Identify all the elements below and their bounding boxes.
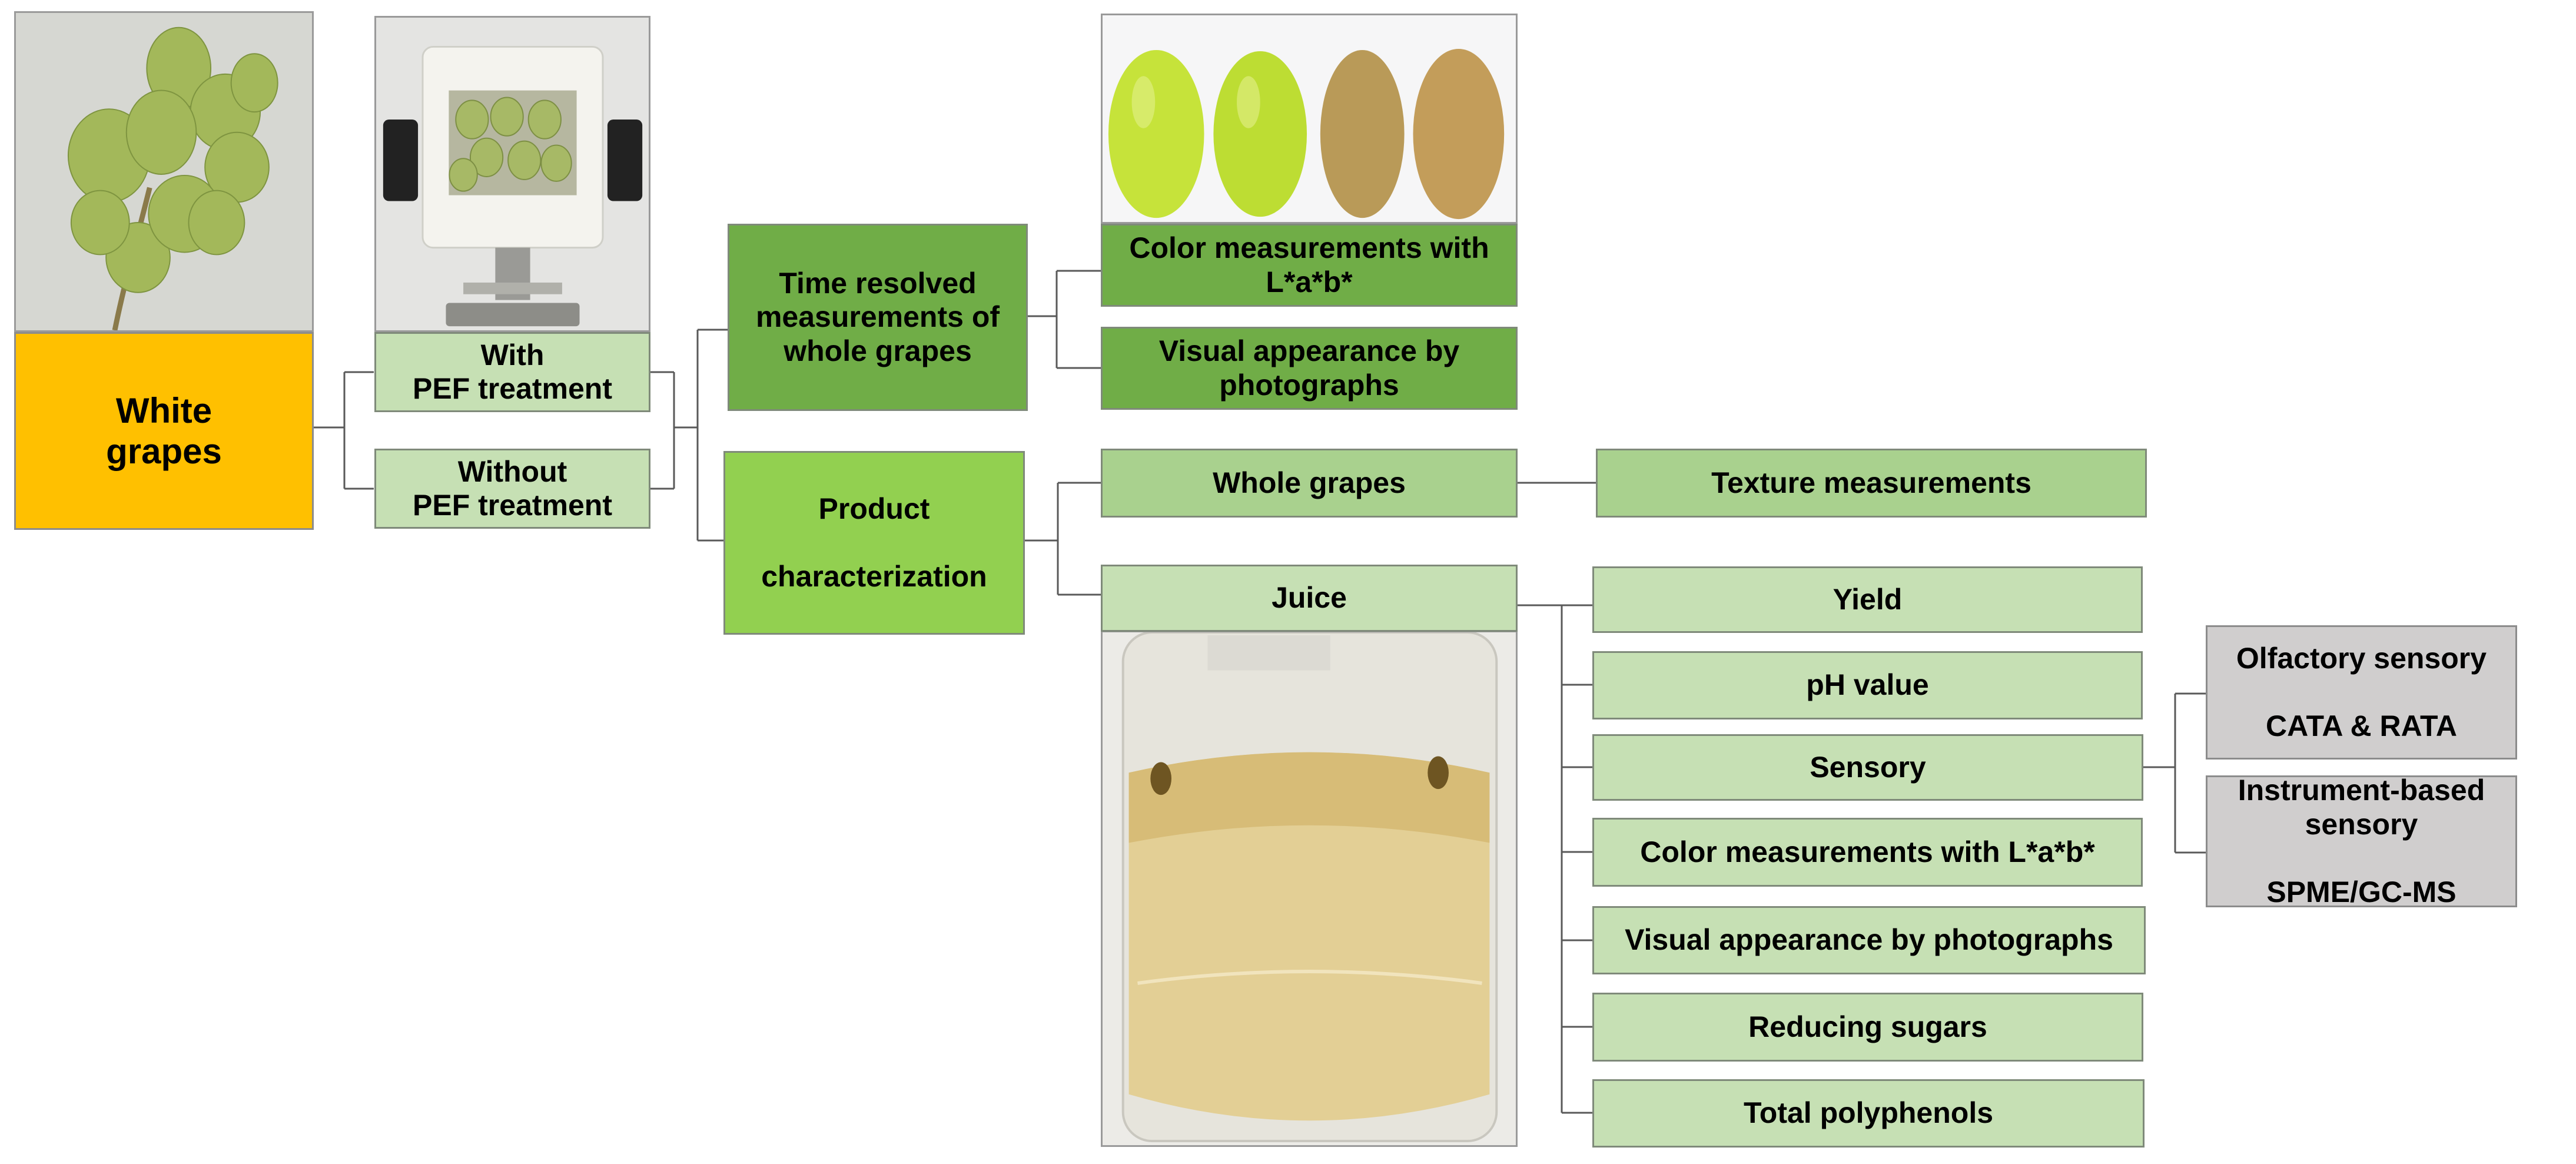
connector-treatments-to-branches: [650, 329, 728, 542]
juice-photo: [1101, 631, 1518, 1147]
node-with-pef-treatment: With PEF treatment: [374, 332, 650, 412]
connector-sensory-to-methods: [2143, 692, 2206, 854]
node-juice: Juice: [1101, 565, 1518, 632]
grape-berries-image: [1103, 15, 1516, 222]
node-without-pef-treatment: Without PEF treatment: [374, 449, 650, 529]
node-total-polyphenols: Total polyphenols: [1592, 1079, 2145, 1148]
grape-berries-photo: [1101, 14, 1518, 224]
node-visual-appearance-whole: Visual appearance by photographs: [1101, 327, 1518, 410]
node-instrument-based-sensory: Instrument-based sensory SPME/GC-MS: [2206, 774, 2517, 908]
connector-white-grapes-to-treatments: [314, 371, 374, 490]
grapes-photo: [14, 11, 314, 332]
node-color-measurements-whole: Color measurements with L*a*b*: [1101, 224, 1518, 307]
connector-time-resolved-to-outputs: [1028, 270, 1101, 369]
node-olfactory-sensory: Olfactory sensory CATA & RATA: [2206, 625, 2517, 760]
node-sensory: Sensory: [1592, 734, 2143, 801]
node-ph-value: pH value: [1592, 651, 2143, 719]
grape-bunch-image: [16, 13, 312, 330]
node-whole-grapes: Whole grapes: [1101, 449, 1518, 518]
connector-product-to-samples: [1025, 482, 1101, 596]
node-visual-appearance-juice: Visual appearance by photographs: [1592, 906, 2146, 974]
node-yield: Yield: [1592, 566, 2143, 633]
node-texture-measurements: Texture measurements: [1596, 449, 2147, 518]
node-color-measurements-juice: Color measurements with L*a*b*: [1592, 818, 2143, 887]
pef-device-photo: [374, 16, 650, 332]
node-reducing-sugars: Reducing sugars: [1592, 993, 2143, 1062]
node-white-grapes: White grapes: [14, 332, 314, 530]
juice-beaker-image: [1103, 632, 1516, 1145]
node-product-characterization: Product characterization: [723, 451, 1025, 635]
pef-chamber-image: [376, 18, 649, 330]
connector-juice-to-analyses: [1518, 604, 1592, 1114]
node-time-resolved-measurements: Time resolved measurements of whole grap…: [728, 224, 1028, 411]
